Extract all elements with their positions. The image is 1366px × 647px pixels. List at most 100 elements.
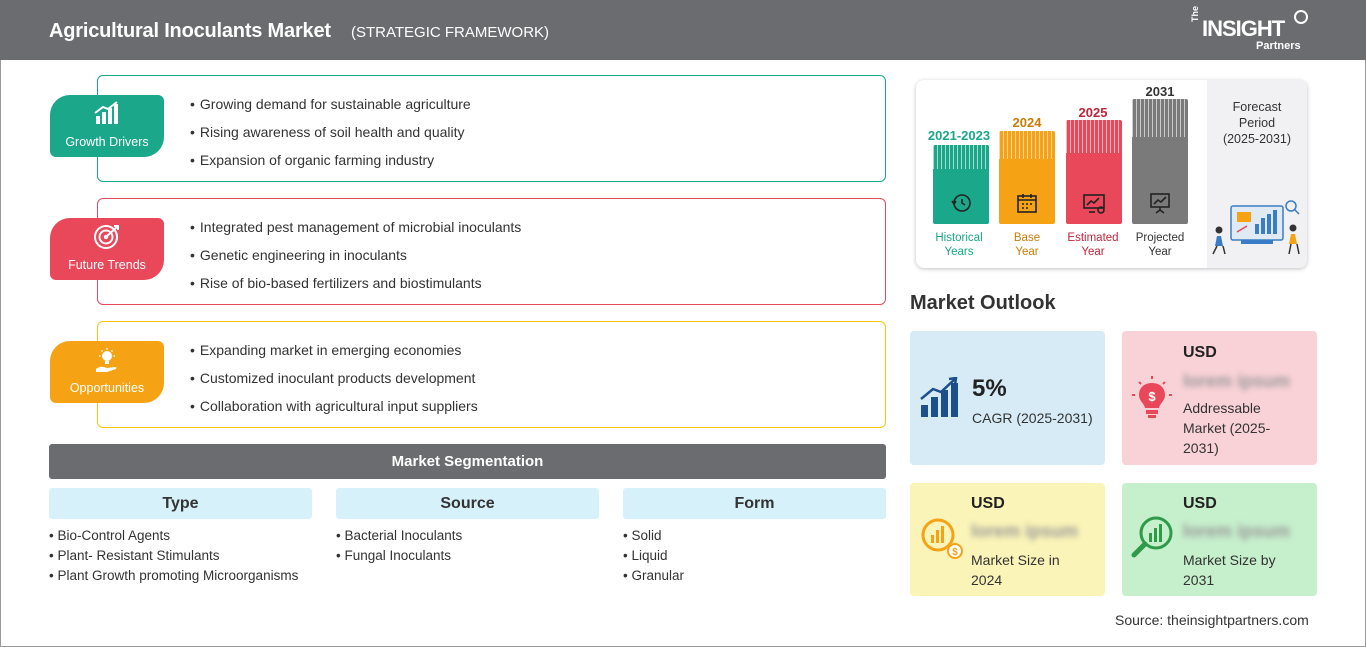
segment-type: Type Bio-Control Agents Plant- Resistant… [49,488,312,586]
list-item: Genetic engineering in inoculants [190,245,521,273]
addressable-market-card: USD lorem ipsum $ Addressable Market (20… [1122,331,1317,465]
addressable-label-line: Addressable [1183,400,1261,416]
list-item: Bio-Control Agents [45,526,312,546]
timeline-label-line: Year [1148,246,1172,258]
segment-form: Form Solid Liquid Granular [623,488,886,586]
growth-bars-icon [920,377,958,417]
timeline-label-line: Projected [1135,232,1185,244]
addressable-value: lorem ipsum [1183,371,1291,391]
timeline-bar-historical [933,145,989,224]
timeline-bar-estimated [1066,120,1122,224]
segment-type-heading: Type [49,488,312,519]
page-title: Agricultural Inoculants Market [49,20,331,42]
segmentation-title: Market Segmentation [49,444,886,479]
addressable-label-line: Market (2025- [1183,420,1271,436]
growth-drivers-box: Growing demand for sustainable agricultu… [97,75,886,182]
timeline-label-line: Years [944,246,974,258]
forecast-line: (2025-2031) [1222,132,1292,146]
source-credit: Source: theinsightpartners.com [1115,612,1309,628]
timeline-label-line: Estimated [1067,232,1119,244]
list-item: Plant- Resistant Stimulants [45,546,312,566]
segment-source: Source Bacterial Inoculants Fungal Inocu… [336,488,599,566]
opportunities-label: Opportunities [69,381,145,395]
target-icon [94,225,119,249]
forecast-period-text: Forecast Period (2025-2031) [1207,99,1307,147]
list-item: Growing demand for sustainable agricultu… [190,94,471,122]
cagr-card: 5% CAGR (2025-2031) [910,331,1105,465]
cagr-label: CAGR (2025-2031) [972,410,1093,426]
list-item: Collaboration with agricultural input su… [190,396,478,424]
size2024-label-line: 2024 [971,572,1003,588]
list-item: Expanding market in emerging economies [190,340,478,368]
forecast-line: Period [1238,116,1276,130]
future-trends-list: Integrated pest management of microbial … [190,217,521,301]
search-chart-icon [1131,516,1173,558]
size2024-label-line: Market Size in [971,552,1060,568]
list-item: Integrated pest management of microbial … [190,217,521,245]
svg-text:$: $ [952,547,958,558]
addressable-currency: USD [1183,344,1217,361]
svg-text:$: $ [1148,389,1156,404]
logo-ring-icon [1294,10,1308,24]
timeline-year-estimated: 2025 [1078,105,1108,120]
timeline-year-projected: 2031 [1145,84,1175,99]
growth-drivers-label: Growth Drivers [65,135,149,149]
timeline-label-line: Historical [935,232,983,244]
logo-insight: INSIGHT [1202,16,1285,41]
analytics-people-illustration-icon [1212,200,1300,255]
calendar-icon [1017,194,1037,213]
presentation-icon [1150,193,1170,214]
timeline-label-base: Base Year [987,231,1067,259]
timeline-year-base: 2024 [1012,115,1042,130]
growth-drivers-list: Growing demand for sustainable agricultu… [190,94,471,178]
size2024-currency: USD [971,495,1005,512]
timeline-label-historical: Historical Years [919,231,999,259]
future-trends-badge: Future Trends [50,218,164,280]
list-item: Plant Growth promoting Microorganisms [45,566,312,586]
segment-form-list: Solid Liquid Granular [619,526,886,586]
logo-partners: Partners [1256,40,1301,52]
segment-form-heading: Form [623,488,886,519]
timeline-bar-base [999,131,1055,224]
estimate-chart-icon [1083,194,1105,214]
list-item: Rise of bio-based fertilizers and biosti… [190,273,521,301]
list-item: Solid [619,526,886,546]
size2031-value: lorem ipsum [1183,521,1291,541]
addressable-label-line: 2031) [1183,440,1219,456]
timeline-label-line: Year [1015,246,1039,258]
size2031-currency: USD [1183,495,1217,512]
growth-drivers-badge: Growth Drivers [50,95,164,157]
addressable-label: Addressable Market (2025- 2031) [1183,398,1270,458]
logo-the: The [1190,5,1200,22]
opportunities-list: Expanding market in emerging economies C… [190,340,478,424]
size2024-value: lorem ipsum [971,521,1079,541]
list-item: Expansion of organic farming industry [190,150,471,178]
future-trends-box: Integrated pest management of microbial … [97,198,886,305]
size2031-label: Market Size by 2031 [1183,550,1276,590]
page-subtitle: (STRATEGIC FRAMEWORK) [351,24,550,41]
size2031-label-line: 2031 [1183,572,1215,588]
cagr-value: 5% [972,375,1007,402]
list-item: Customized inoculant products developmen… [190,368,478,396]
future-trends-label: Future Trends [68,258,146,272]
market-outlook-title: Market Outlook [910,292,1056,314]
company-logo: The INSIGHT Partners [1190,6,1310,54]
timeline-label-line: Base [1013,232,1041,244]
list-item: Granular [619,566,886,586]
segment-source-list: Bacterial Inoculants Fungal Inoculants [332,526,599,566]
size2024-label: Market Size in 2024 [971,550,1060,590]
forecast-line: Forecast [1232,100,1282,114]
segment-type-list: Bio-Control Agents Plant- Resistant Stim… [45,526,312,586]
header-bar: Agricultural Inoculants Market (STRATEGI… [0,0,1366,60]
list-item: Fungal Inoculants [332,546,599,566]
timeline-label-estimated: Estimated Year [1053,231,1133,259]
timeline-year-historical: 2021-2023 [927,128,991,143]
history-icon [951,194,971,212]
list-item: Bacterial Inoculants [332,526,599,546]
timeline-label-line: Year [1081,246,1105,258]
opportunities-box: Expanding market in emerging economies C… [97,321,886,428]
money-bulb-icon: $ [1132,376,1172,418]
list-item: Liquid [619,546,886,566]
lightbulb-hand-icon [96,348,117,372]
opportunities-badge: Opportunities [50,341,164,403]
